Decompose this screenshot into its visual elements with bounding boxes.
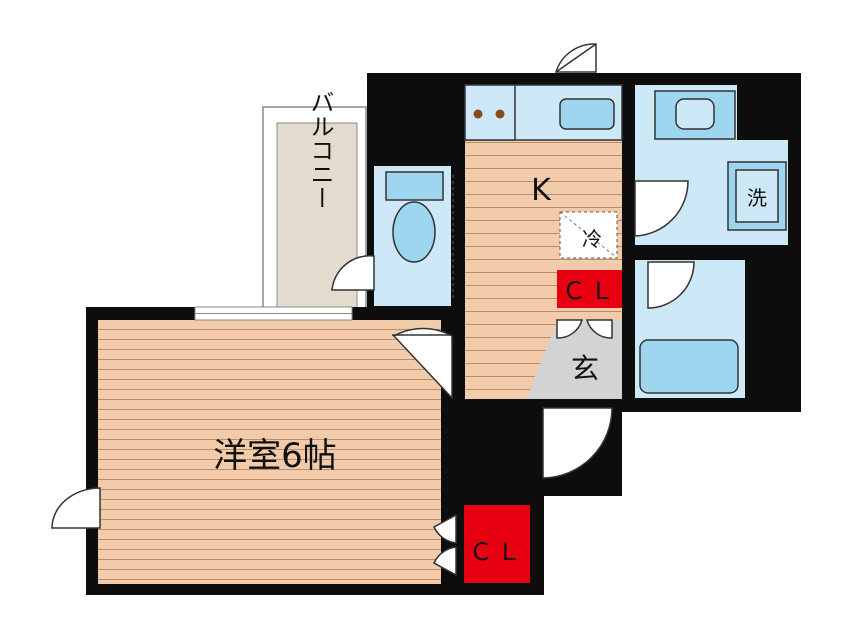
western-room-door[interactable] [392, 327, 453, 400]
closet-main-label: ＣＬ [469, 538, 525, 566]
closet-kitchen-label: ＣＬ [562, 277, 618, 305]
shoe-closet-door[interactable] [586, 319, 613, 339]
kitchen-label: K [531, 173, 552, 208]
closet-main-door[interactable] [433, 546, 457, 577]
western-room-label: 洋室6帖 [213, 436, 337, 476]
western-room-floor [98, 320, 441, 584]
fridge-label: 冷 [582, 227, 602, 251]
stove-burner-icon [473, 109, 483, 119]
bathroom-door[interactable] [647, 261, 695, 309]
washer-label: 洗 [747, 186, 767, 210]
closet-kitchen[interactable] [557, 270, 622, 308]
balcony [262, 106, 367, 315]
bathtub [639, 339, 739, 394]
front-door[interactable] [542, 407, 613, 479]
entrance-floor [526, 320, 622, 399]
stove-burner-icon [495, 109, 505, 119]
shoe-closet-door[interactable] [556, 319, 583, 339]
washroom-door[interactable] [634, 180, 689, 237]
entrance-label: 玄 [571, 352, 599, 385]
closet-main-door[interactable] [433, 513, 457, 544]
toilet-bowl [392, 201, 436, 263]
balcony-label: バルコニー [306, 90, 334, 210]
balcony-door[interactable] [51, 487, 101, 529]
toilet-door[interactable] [331, 255, 375, 291]
kitchen-sink [559, 98, 615, 130]
toilet-tank [385, 171, 444, 201]
closet-main[interactable] [464, 505, 530, 583]
